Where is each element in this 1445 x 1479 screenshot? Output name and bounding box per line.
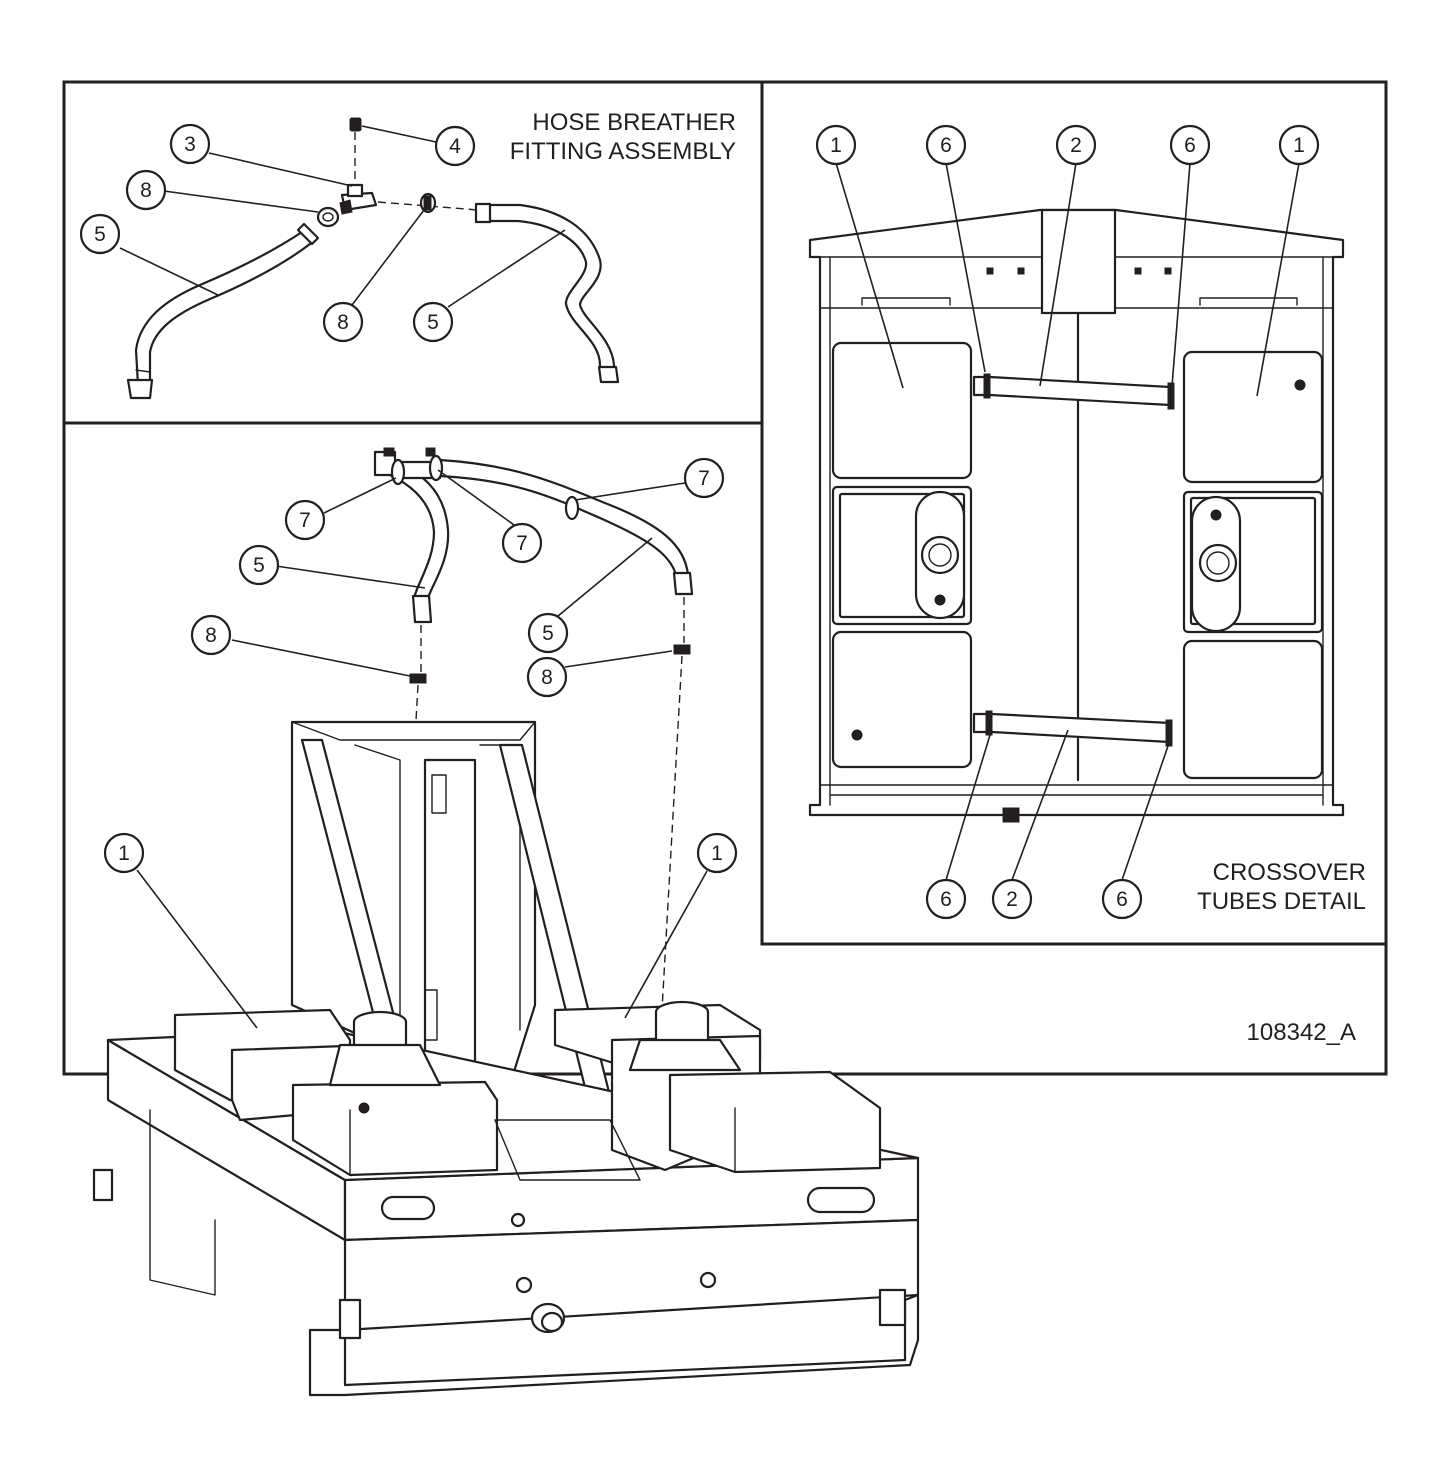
- callout-main-7-center: 7: [501, 522, 543, 564]
- svg-text:5: 5: [427, 311, 439, 334]
- svg-text:1: 1: [1293, 134, 1305, 157]
- svg-text:7: 7: [299, 509, 311, 532]
- svg-text:1: 1: [118, 842, 130, 865]
- callout-main-8-left: 8: [190, 614, 232, 656]
- svg-text:8: 8: [337, 311, 349, 334]
- svg-text:2: 2: [1006, 888, 1018, 911]
- svg-text:1: 1: [711, 842, 723, 865]
- callout-main-8-right: 8: [526, 656, 568, 698]
- svg-text:4: 4: [449, 135, 461, 158]
- callout-breather-3: 3: [169, 123, 211, 165]
- callout-breather-4: 4: [434, 125, 476, 167]
- main-isometric-drawing: [92, 447, 920, 1397]
- svg-text:5: 5: [542, 622, 554, 645]
- svg-text:3: 3: [184, 133, 196, 156]
- crossover-title-line1: CROSSOVER: [1213, 859, 1366, 886]
- callout-crossover-6-right: 6: [1169, 124, 1211, 166]
- callout-main-5-left: 5: [238, 544, 280, 586]
- callout-crossover-2-top: 2: [1055, 124, 1097, 166]
- drawing-number: 108342_A: [1247, 1019, 1356, 1046]
- callout-breather-8-center: 8: [322, 301, 364, 343]
- svg-text:6: 6: [940, 888, 952, 911]
- callout-main-7-left: 7: [284, 499, 326, 541]
- svg-text:6: 6: [940, 134, 952, 157]
- svg-text:5: 5: [253, 554, 265, 577]
- callout-breather-5-right: 5: [412, 301, 454, 343]
- svg-text:7: 7: [516, 532, 528, 555]
- svg-text:5: 5: [94, 223, 106, 246]
- svg-text:6: 6: [1116, 888, 1128, 911]
- callout-main-7-right: 7: [683, 457, 725, 499]
- callout-main-1-left: 1: [103, 832, 145, 874]
- svg-text:1: 1: [830, 134, 842, 157]
- main-leaders: [119, 125, 708, 1029]
- breather-assembly-drawing: [126, 117, 620, 400]
- svg-text:8: 8: [205, 624, 217, 647]
- crossover-leaders: [835, 162, 1300, 881]
- callout-crossover-1-right: 1: [1278, 124, 1320, 166]
- svg-text:6: 6: [1184, 134, 1196, 157]
- breather-title-line2: FITTING ASSEMBLY: [510, 138, 736, 165]
- svg-text:8: 8: [541, 666, 553, 689]
- crossover-title-line2: TUBES DETAIL: [1197, 888, 1366, 915]
- callout-crossover-6-bottom-right: 6: [1101, 878, 1143, 920]
- svg-text:8: 8: [140, 179, 152, 202]
- callout-crossover-2-bottom: 2: [991, 878, 1033, 920]
- callout-breather-8-left: 8: [125, 169, 167, 211]
- svg-text:2: 2: [1070, 134, 1082, 157]
- crossover-detail-frame: [760, 80, 1388, 946]
- callout-crossover-6-bottom-left: 6: [925, 878, 967, 920]
- crossover-top-view-drawing: [808, 208, 1345, 823]
- callout-crossover-1-left: 1: [815, 124, 857, 166]
- callout-breather-5-left: 5: [79, 213, 121, 255]
- breather-title-line1: HOSE BREATHER: [532, 109, 736, 136]
- callout-main-5-right: 5: [527, 612, 569, 654]
- callout-crossover-6-left: 6: [925, 124, 967, 166]
- svg-text:7: 7: [698, 467, 710, 490]
- callout-main-1-right: 1: [696, 832, 738, 874]
